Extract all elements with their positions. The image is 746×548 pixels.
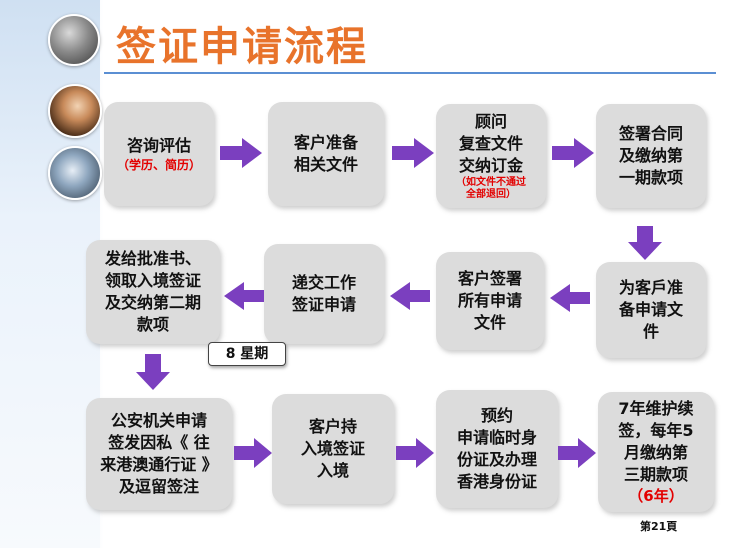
step-9-line-3: 来港澳通行证 》 (100, 455, 218, 474)
step-6-line-3: 文件 (473, 313, 506, 332)
step-6-box: 客户签署 所有申请 文件 (436, 252, 544, 350)
step-5-line-1: 为客戶准 (618, 278, 683, 297)
arrow-right-2 (392, 138, 434, 168)
sidebar-strip (0, 0, 100, 548)
step-12-box: 7年维护续 签，每年5 月缴纳第 三期款项 （6年） (598, 392, 714, 512)
arrow-right-5 (396, 438, 434, 468)
step-10-box: 客户持 入境签证 入境 (272, 394, 394, 504)
step-10-line-1: 客户持 (308, 417, 357, 436)
step-9-line-1: 公安机关申请 (110, 411, 207, 430)
arrow-right-6 (558, 438, 596, 468)
duration-tag: 8 星期 (208, 342, 286, 366)
decor-photo-2 (48, 84, 102, 138)
step-11-line-3: 份证及办理 (456, 450, 537, 469)
step-11-box: 预约 申请临时身 份证及办理 香港身份证 (436, 390, 558, 508)
decor-photo-3 (48, 146, 102, 200)
page-title: 签证申请流程 (116, 24, 368, 70)
step-3-box: 顾问 复查文件 交纳订金 （如文件不通过 全部退回） (436, 104, 546, 208)
step-2-box: 客户准备 相关文件 (268, 102, 384, 206)
step-5-line-3: 件 (642, 322, 659, 341)
step-6-line-1: 客户签署 (457, 269, 522, 288)
step-12-line-1: 7年维护续 (618, 399, 694, 418)
arrow-right-3 (552, 138, 594, 168)
arrow-left-3 (224, 282, 264, 310)
step-4-line-1: 签署合同 (618, 124, 683, 143)
step-7-line-1: 递交工作 (291, 273, 356, 292)
step-9-line-2: 签发因私《 往 (108, 433, 210, 452)
step-10-line-2: 入境签证 (300, 439, 365, 458)
step-5-line-2: 备申请文 (618, 300, 683, 319)
step-7-line-2: 签证申请 (291, 295, 356, 314)
step-12-line-4: 三期款项 (623, 465, 688, 484)
step-11-line-2: 申请临时身 (456, 428, 537, 447)
step-3-line-1: 顾问 (474, 112, 507, 131)
step-8-line-2: 领取入境签证 (104, 271, 201, 290)
step-3-note-2: 全部退回） (466, 189, 516, 200)
step-4-line-2: 及缴纳第 (618, 146, 683, 165)
step-5-box: 为客戶准 备申请文 件 (596, 262, 706, 358)
step-8-line-3: 及交纳第二期 (104, 293, 201, 312)
step-12-note: （6年） (628, 487, 684, 505)
step-1-note: （学历、简历） (116, 158, 201, 172)
step-6-line-2: 所有申请 (457, 291, 522, 310)
step-2-line-2: 相关文件 (293, 155, 358, 174)
step-3-line-3: 交纳订金 (458, 156, 523, 175)
step-3-line-2: 复查文件 (458, 134, 523, 153)
step-10-line-3: 入境 (316, 461, 349, 480)
step-1-box: 咨询评估 （学历、简历） (104, 102, 214, 206)
arrow-left-1 (550, 284, 590, 312)
step-8-line-1: 发给批准书、 (104, 249, 201, 268)
arrow-right-1 (220, 138, 262, 168)
step-9-line-4: 及逗留签注 (118, 477, 199, 496)
arrow-left-2 (390, 282, 430, 310)
page-number: 第21頁 (640, 520, 678, 533)
step-11-line-1: 预约 (480, 406, 513, 425)
step-8-line-4: 款项 (136, 315, 169, 334)
title-underline (104, 72, 716, 74)
step-12-line-2: 签，每年5 (618, 421, 694, 440)
step-12-line-3: 月缴纳第 (623, 443, 688, 462)
step-1-line-1: 咨询评估 (126, 136, 191, 155)
step-2-line-1: 客户准备 (293, 133, 358, 152)
step-4-box: 签署合同 及缴纳第 一期款项 (596, 104, 706, 208)
step-4-line-3: 一期款项 (618, 168, 683, 187)
arrow-down-2 (136, 354, 170, 390)
decor-photo-1 (48, 14, 100, 66)
arrow-down-1 (628, 226, 662, 260)
step-3-note-1: （如文件不通过 (456, 177, 526, 188)
step-8-box: 发给批准书、 领取入境签证 及交纳第二期 款项 (86, 240, 220, 344)
step-11-line-4: 香港身份证 (456, 472, 537, 491)
step-9-box: 公安机关申请 签发因私《 往 来港澳通行证 》 及逗留签注 (86, 398, 232, 510)
step-7-box: 递交工作 签证申请 (264, 244, 384, 344)
arrow-right-4 (234, 438, 272, 468)
